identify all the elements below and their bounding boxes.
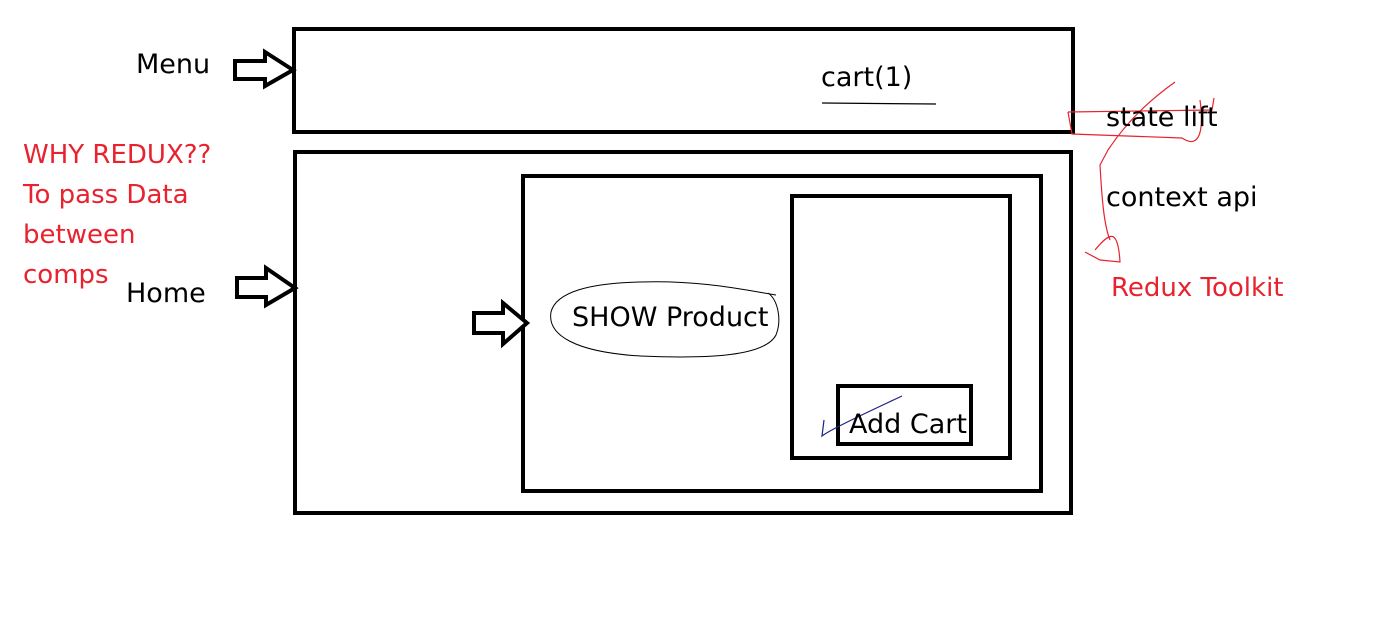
home-box — [293, 150, 1073, 515]
menu-box — [292, 27, 1075, 134]
add-cart-scribble — [821, 395, 903, 438]
show-product-scribble — [550, 281, 780, 358]
context-api-label: context api — [1106, 182, 1258, 213]
why-redux-line-4: comps — [23, 260, 109, 290]
product-card-box — [790, 194, 1012, 460]
redux-toolkit-label: Redux Toolkit — [1111, 273, 1284, 303]
home-label: Home — [126, 278, 206, 309]
menu-label: Menu — [136, 49, 211, 80]
add-cart-button-box — [836, 384, 973, 446]
state-lift-scribble — [1067, 81, 1215, 263]
home-arrow-icon — [235, 264, 299, 309]
cart-label: cart(1) — [821, 62, 913, 93]
cart-underline — [821, 102, 937, 105]
state-lift-label: state lift — [1106, 102, 1218, 133]
why-redux-line-3: between — [23, 220, 136, 250]
show-product-label: SHOW Product — [572, 302, 769, 333]
menu-arrow-icon — [233, 48, 297, 90]
product-container-box — [521, 174, 1043, 493]
add-cart-label: Add Cart — [849, 409, 967, 440]
show-product-arrow-icon — [472, 298, 531, 349]
why-redux-line-2: To pass Data — [23, 180, 189, 210]
why-redux-line-1: WHY REDUX?? — [23, 140, 212, 170]
